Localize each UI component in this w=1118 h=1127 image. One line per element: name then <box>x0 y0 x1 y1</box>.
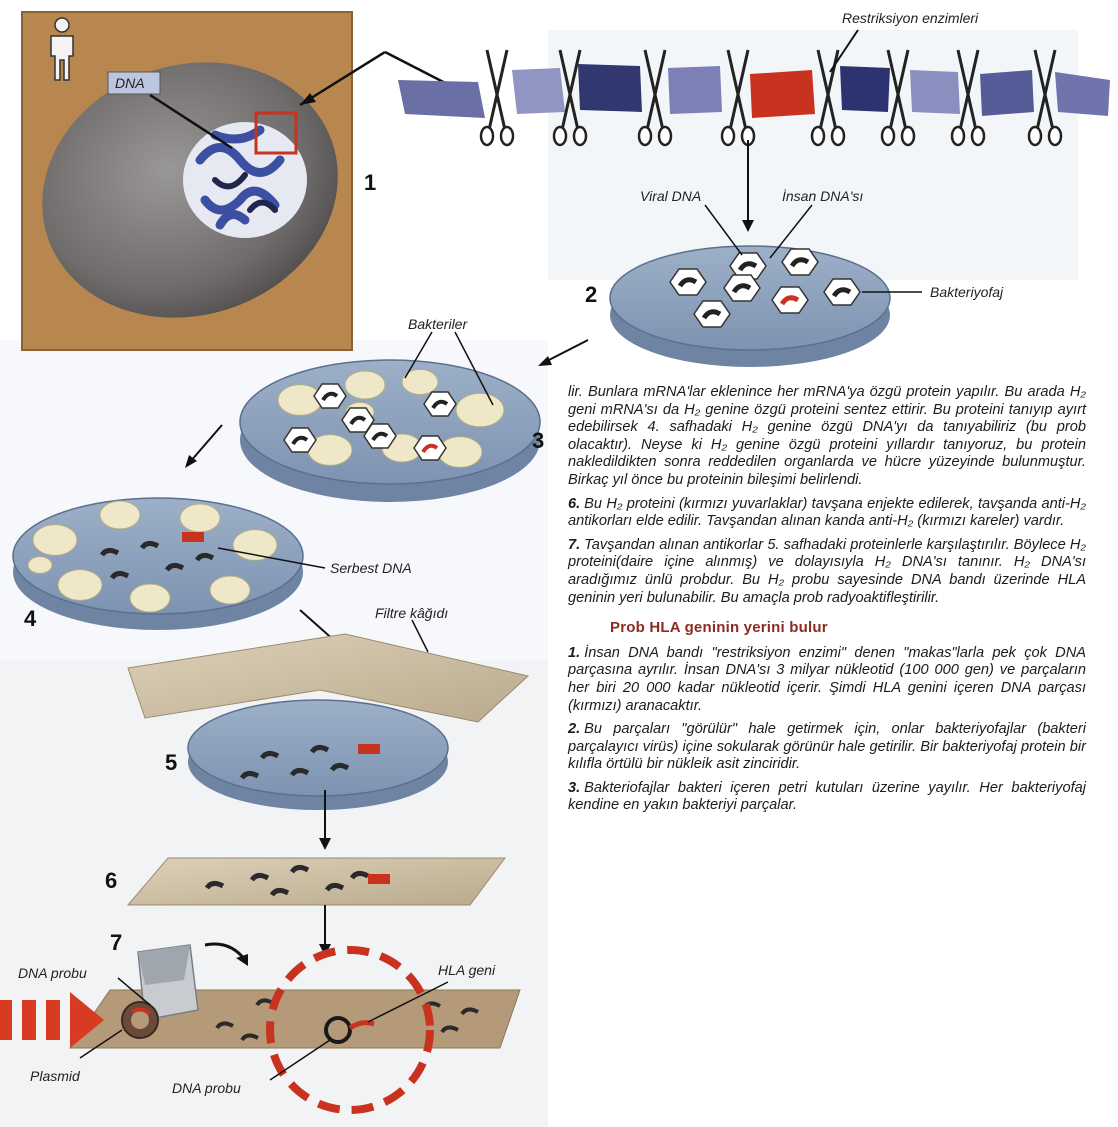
bacteria-colony <box>210 576 250 604</box>
bacteriophage-icon <box>314 384 346 408</box>
scissors-icon <box>481 50 513 145</box>
bacteriophage-icon <box>414 436 446 460</box>
step-7-number: 7. <box>568 537 580 553</box>
paragraph-6: 6.Bu H₂ proteini (kırmızı yuvarlaklar) t… <box>568 496 1086 531</box>
bacteriophage-icon <box>342 408 374 432</box>
step-s3-text: Bakteriofajlar bakteri içeren petri kutu… <box>568 780 1086 814</box>
bacteriophage-icon <box>724 275 760 301</box>
label-hla-gene: HLA geni <box>438 962 495 978</box>
section-heading: Prob HLA geninin yerini bulur <box>610 619 1086 637</box>
step-s3-number: 3. <box>568 780 580 796</box>
step-s1-text: İnsan DNA bandı "restriksiyon enzimi" de… <box>568 645 1086 714</box>
bacteria-colony <box>58 570 102 601</box>
step-7-text: Tavşandan alınan antikorlar 5. safhadaki… <box>568 537 1086 606</box>
bacteria-colony <box>130 584 170 612</box>
step-s1-number: 1. <box>568 645 580 661</box>
step-number-5: 5 <box>165 750 177 776</box>
paragraph-s1: 1.İnsan DNA bandı "restriksiyon enzimi" … <box>568 645 1086 715</box>
bacteria-colony <box>345 371 385 399</box>
bacteriophage-icon <box>694 301 730 327</box>
label-bacteriophage: Bakteriyofaj <box>930 284 1003 300</box>
step-s2-number: 2. <box>568 721 580 737</box>
paragraph-intro: lir. Bunlara mRNA'lar eklenince her mRNA… <box>568 384 1086 490</box>
paragraph-s3: 3.Bakteriofajlar bakteri içeren petri ku… <box>568 780 1086 815</box>
label-bacteria: Bakteriler <box>408 316 467 332</box>
bacteria-colony <box>278 385 322 416</box>
label-filter-paper: Filtre kâğıdı <box>375 605 448 621</box>
bacteriophage-icon <box>670 269 706 295</box>
step-number-4: 4 <box>24 606 36 632</box>
bacteria-colony <box>100 501 140 529</box>
bacteriophage-icon <box>424 392 456 416</box>
step-6-text: Bu H₂ proteini (kırmızı yuvarlaklar) tav… <box>568 496 1086 530</box>
step-number-2: 2 <box>585 282 597 308</box>
bacteria-colony <box>180 504 220 532</box>
step-s2-text: Bu parçaları "görülür" hale getirmek içi… <box>568 721 1086 772</box>
step-6-number: 6. <box>568 496 580 512</box>
bacteria-colony <box>33 525 77 556</box>
bacteriophage-icon <box>824 279 860 305</box>
label-human-dna: İnsan DNA'sı <box>782 188 863 204</box>
petri-dish-5 <box>188 700 448 810</box>
bacteria-colony <box>456 393 504 427</box>
filter-paper-6 <box>128 858 505 905</box>
cell-panel <box>9 12 372 355</box>
article-text: lir. Bunlara mRNA'lar eklenince her mRNA… <box>568 384 1086 821</box>
label-dna-probe-bottom: DNA probu <box>172 1080 241 1096</box>
label-plasmid: Plasmid <box>30 1068 80 1084</box>
step-number-3: 3 <box>532 428 544 454</box>
label-restriction-enzymes: Restriksiyon enzimleri <box>842 10 978 26</box>
paragraph-7: 7.Tavşandan alınan antikorlar 5. safhada… <box>568 537 1086 607</box>
label-dna: DNA <box>115 75 145 91</box>
step-number-1: 1 <box>364 170 376 196</box>
bacteriophage-icon <box>284 428 316 452</box>
hla-fragment <box>750 70 815 118</box>
step-number-6: 6 <box>105 868 117 894</box>
free-dna-red <box>182 532 204 542</box>
label-viral-dna: Viral DNA <box>640 188 701 204</box>
bacteria-colony <box>438 437 482 468</box>
bacteriophage-icon <box>772 287 808 313</box>
bacteriophage-icon <box>782 249 818 275</box>
step-number-7: 7 <box>110 930 122 956</box>
bacteria-colony <box>233 530 277 561</box>
paragraph-s2: 2.Bu parçaları "görülür" hale getirmek i… <box>568 721 1086 774</box>
label-free-dna: Serbest DNA <box>330 560 412 576</box>
label-dna-probe-top: DNA probu <box>18 965 87 981</box>
bacteria-colony <box>28 557 52 574</box>
